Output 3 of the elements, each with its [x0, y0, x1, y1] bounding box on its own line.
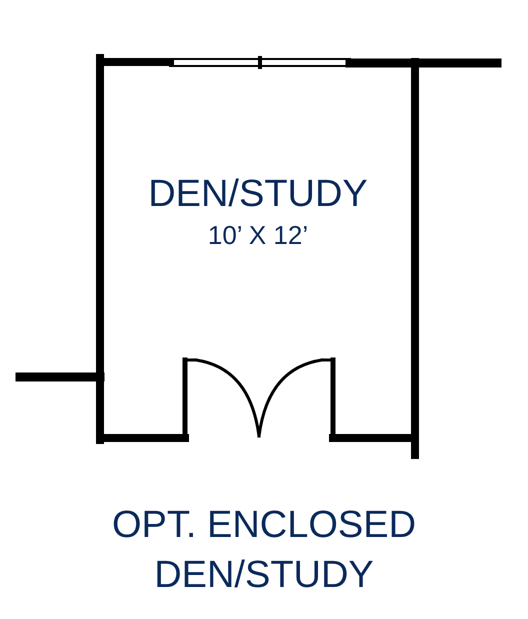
room-name: DEN/STUDY [148, 172, 368, 217]
room-dimensions: 10’ X 12’ [208, 218, 308, 251]
caption: OPT. ENCLOSED DEN/STUDY [110, 503, 418, 598]
